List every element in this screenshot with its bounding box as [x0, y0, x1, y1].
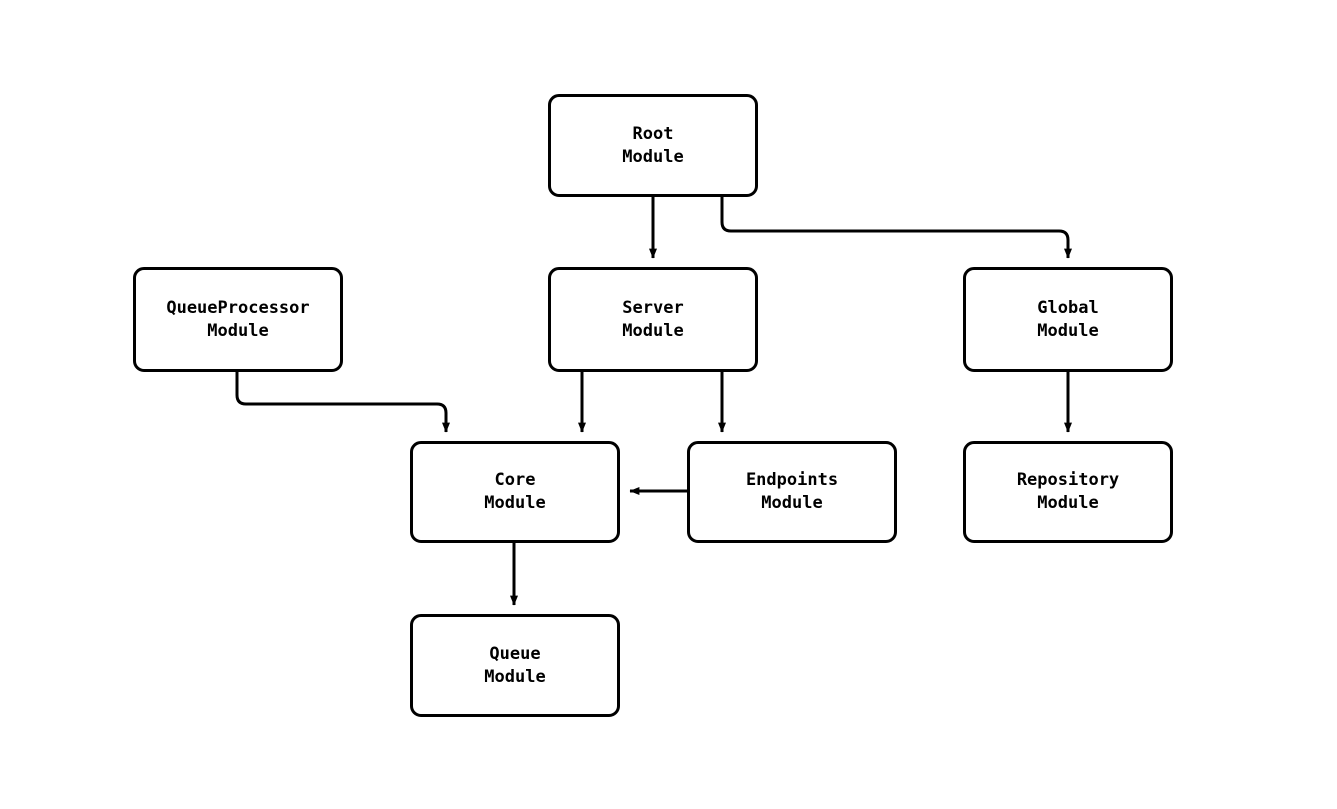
node-queueprocessor[interactable]: QueueProcessor Module: [133, 267, 343, 372]
node-global[interactable]: Global Module: [963, 267, 1173, 372]
node-endpoints[interactable]: Endpoints Module: [687, 441, 897, 543]
node-global-label: Global Module: [1037, 297, 1099, 341]
node-queue-label: Queue Module: [484, 643, 546, 687]
node-endpoints-label: Endpoints Module: [745, 470, 839, 513]
node-server-label: Server Module: [622, 297, 684, 341]
node-repository[interactable]: Repository Module: [963, 441, 1173, 543]
node-root-label: Root Module: [622, 123, 684, 167]
node-core[interactable]: Core Module: [410, 441, 620, 543]
node-core-label: Core Module: [484, 470, 546, 513]
edge-queueprocessor-to-core: [235, 372, 450, 433]
node-server[interactable]: Server Module: [548, 267, 758, 372]
edge-root-to-global: [720, 197, 1072, 259]
node-queue[interactable]: Queue Module: [410, 614, 620, 717]
node-repository-label: Repository Module: [1016, 470, 1120, 513]
node-queueprocessor-label: QueueProcessor Module: [166, 297, 310, 341]
node-root[interactable]: Root Module: [548, 94, 758, 197]
